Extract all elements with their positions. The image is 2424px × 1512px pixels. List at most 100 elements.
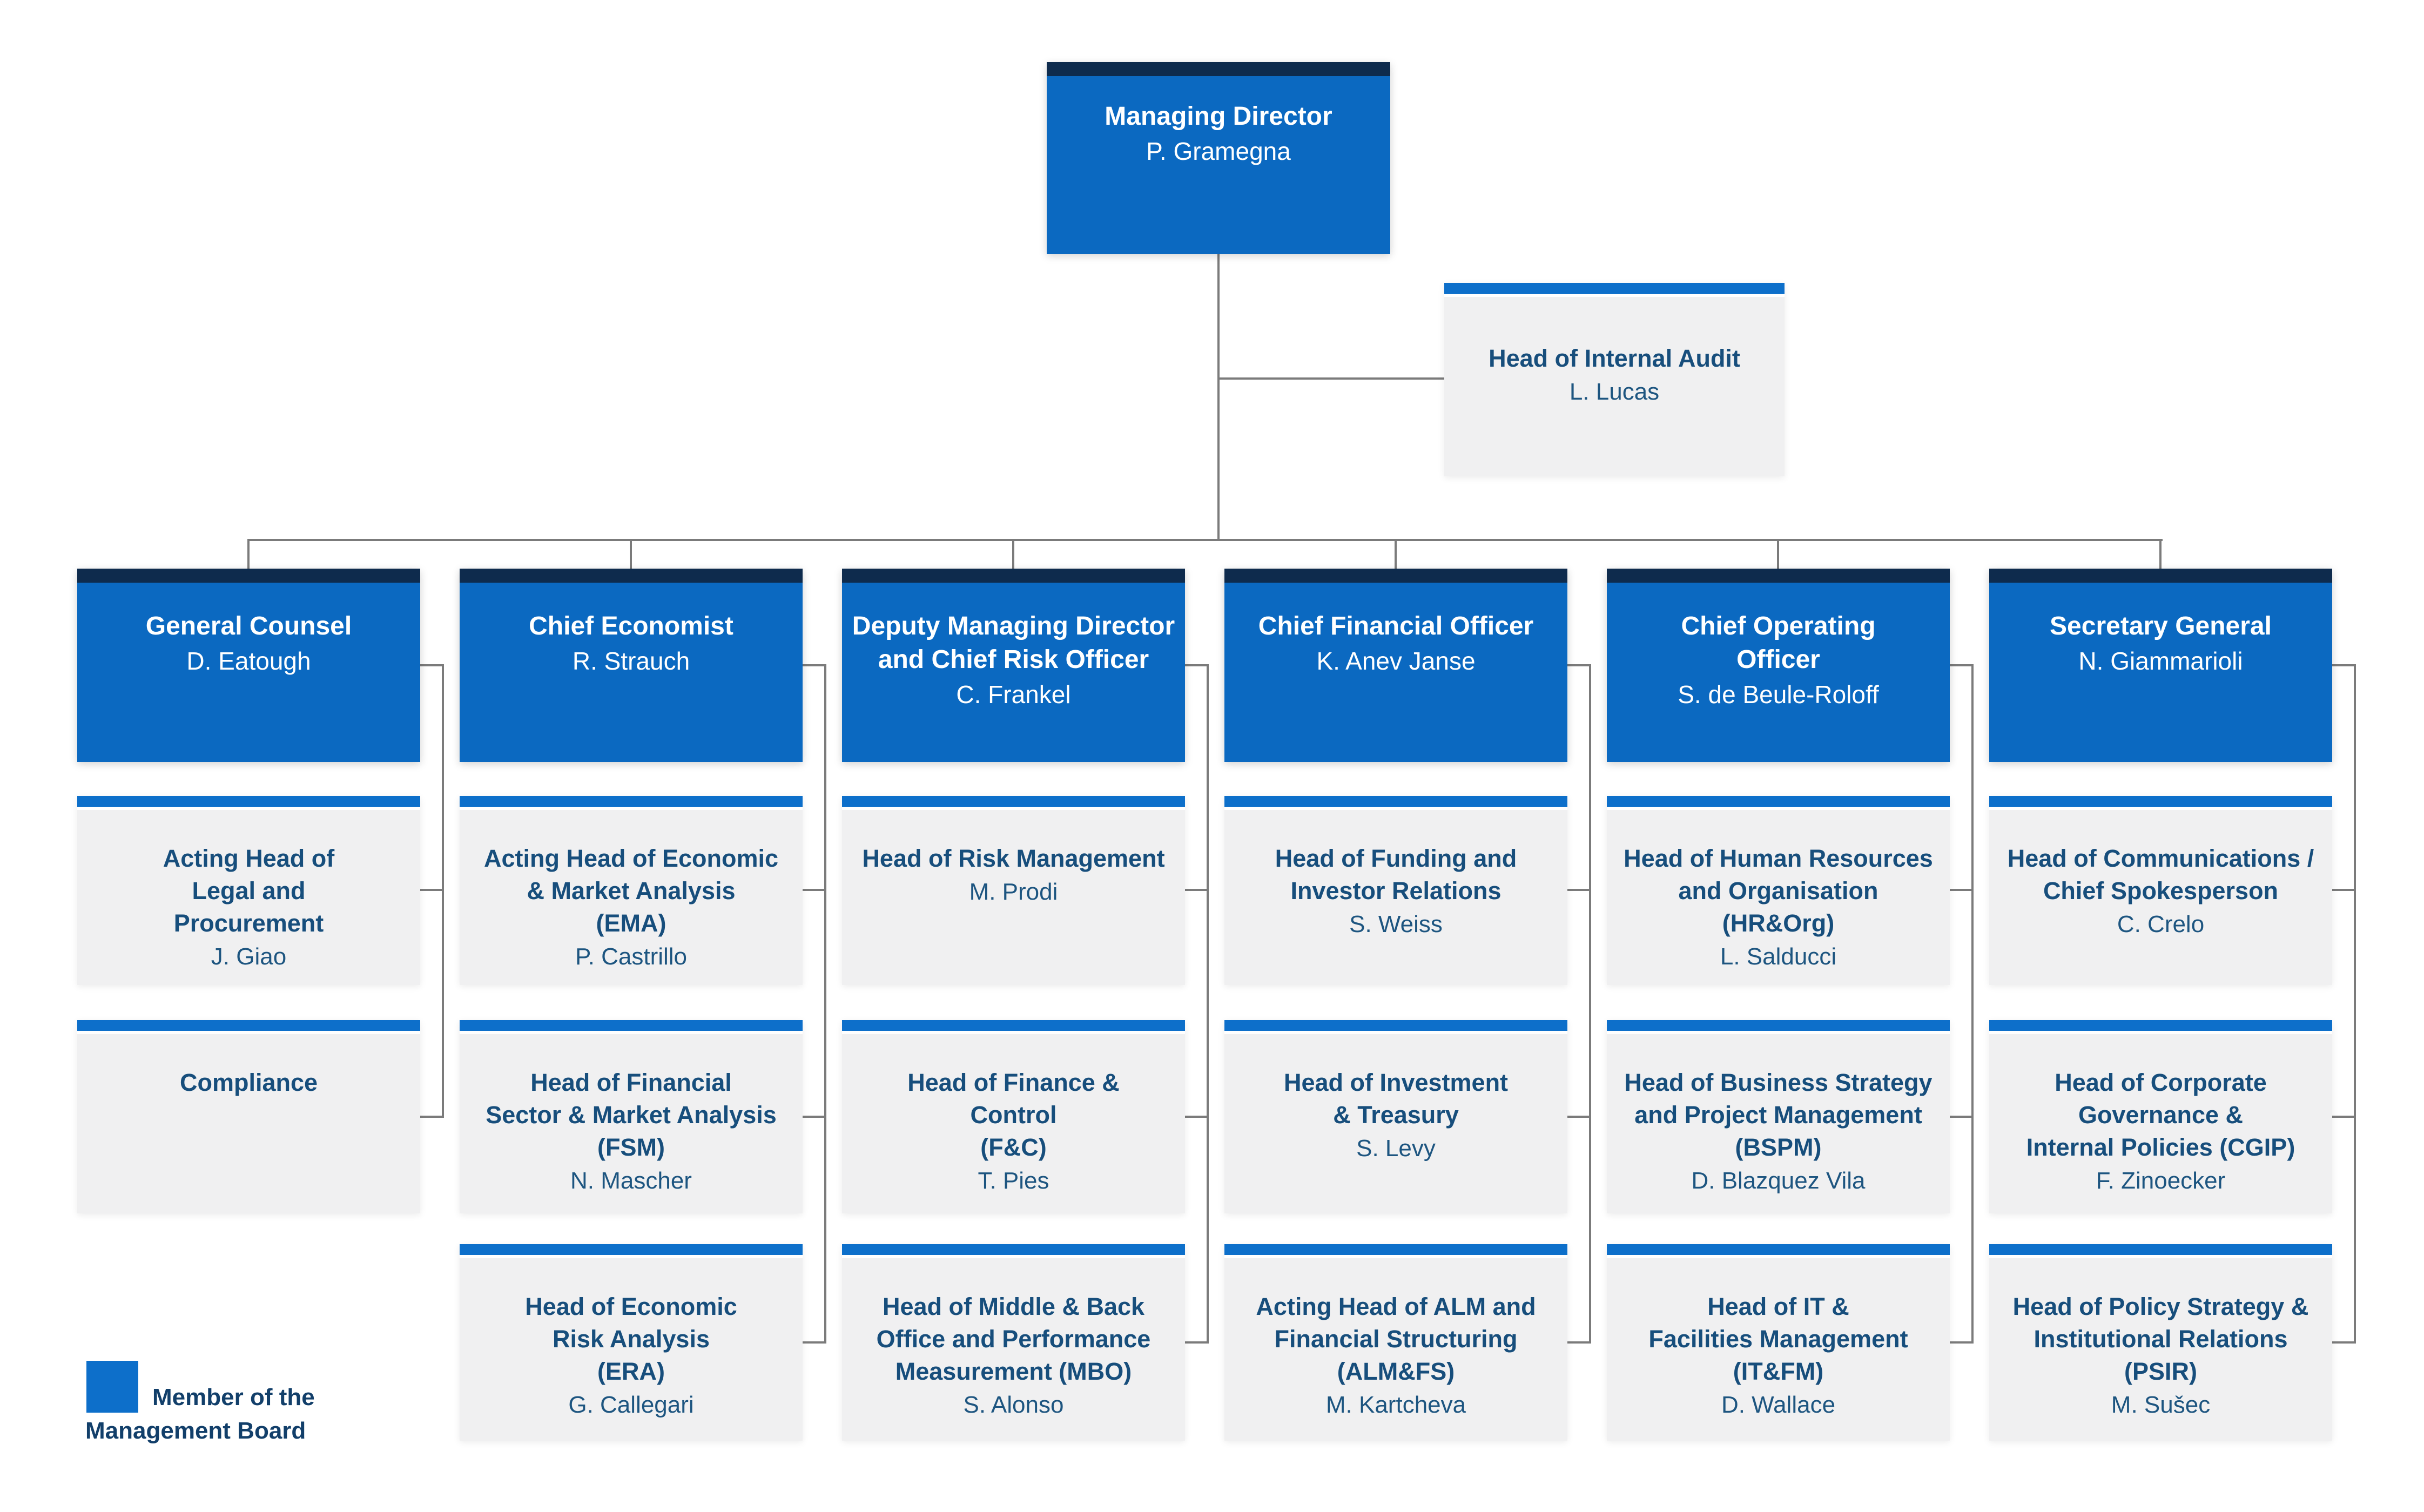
connector-line [1185,1116,1208,1118]
connector-line [1589,664,1591,1344]
box-top-bar [842,1244,1185,1258]
org-box-deputy-managing-director: Deputy Managing Director and Chief Risk … [842,569,1185,762]
box-top-bar [1607,1244,1950,1258]
box-title: Deputy Managing Director and Chief Risk … [852,612,1175,674]
box-title: Secretary General [2050,612,2272,640]
box-name: G. Callegari [568,1392,694,1418]
box-name: S. de Beule-Roloff [1678,680,1879,708]
box-title: Head of Finance & Control (F&C) [907,1069,1120,1161]
org-box-general-counsel: General Counsel D. Eatough [77,569,420,762]
box-top-bar [1607,1020,1950,1034]
box-name: N. Mascher [570,1167,692,1194]
box-name: F. Zinoecker [2096,1167,2226,1194]
box-name: M. Kartcheva [1325,1392,1466,1418]
connector-line [420,1116,443,1118]
box-title: Head of Communications / Chief Spokesper… [2007,845,2314,905]
connector-line [1567,889,1590,891]
box-title: Head of IT & Facilities Management (IT&F… [1648,1293,1908,1385]
box-title: Head of Investment & Treasury [1283,1069,1509,1129]
connector-line [1950,1341,1972,1344]
box-top-bar [77,796,420,810]
box-title: Head of Middle & Back Office and Perform… [876,1293,1151,1385]
connector-line [1950,889,1972,891]
box-name: D. Eatough [186,647,311,675]
connector-line [1185,664,1208,666]
box-top-bar [1224,569,1567,583]
org-box-chief-economist: Chief Economist R. Strauch [460,569,803,762]
box-top-bar [1989,569,2332,583]
connector-line [1567,664,1590,666]
box-title: Chief Economist [529,612,733,640]
box-title: Head of Corporate Governance & Internal … [2026,1069,2295,1161]
box-top-bar [460,569,803,583]
box-title: Acting Head of ALM and Financial Structu… [1256,1293,1536,1385]
box-title: Head of Financial Sector & Market Analys… [486,1069,777,1161]
box-top-bar [1047,62,1390,76]
box-top-bar [460,1244,803,1258]
box-title: Head of Human Resources and Organisation… [1624,845,1933,937]
box-top-bar [460,1020,803,1034]
connector-line [824,664,826,1344]
connector-line [442,664,444,1118]
box-title: Managing Director [1105,102,1332,131]
org-box-risk-management: Head of Risk Management M. Prodi [842,796,1185,985]
connector-line [803,664,825,666]
box-name: R. Strauch [572,647,690,675]
box-name: S. Levy [1356,1135,1436,1162]
connector-line [1207,664,1209,1344]
connector-line [1217,377,1444,380]
connector-line [2159,540,2162,570]
box-title: Head of Internal Audit [1489,345,1740,372]
connector-line [2354,664,2356,1344]
box-title: Head of Funding and Investor Relations [1275,845,1517,905]
box-top-bar [1224,796,1567,810]
box-top-bar [1224,1244,1567,1258]
org-box-chief-operating-officer: Chief Operating Officer S. de Beule-Rolo… [1607,569,1950,762]
box-name: J. Giao [211,943,287,970]
connector-line [1185,1341,1208,1344]
connector-line [2332,1116,2355,1118]
box-name: C. Frankel [956,680,1071,708]
box-top-bar [1989,796,2332,810]
connector-line [1185,889,1208,891]
box-title: Head of Business Strategy and Project Ma… [1624,1069,1933,1161]
box-top-bar [77,569,420,583]
box-title: Acting Head of Economic & Market Analysi… [483,845,779,937]
connector-line [1567,1341,1590,1344]
connector-line [630,540,632,570]
org-box-internal-audit: Head of Internal Audit L. Lucas [1444,283,1785,476]
org-box-ema: Acting Head of Economic & Market Analysi… [460,796,803,985]
box-top-bar [842,796,1185,810]
org-box-hrorg: Head of Human Resources and Organisation… [1607,796,1950,985]
connector-line [2332,664,2355,666]
org-box-communications: Head of Communications / Chief Spokesper… [1989,796,2332,985]
box-title: Acting Head of Legal and Procurement [163,845,335,937]
box-title: Chief Operating Officer [1681,612,1876,674]
connector-line [1950,664,1972,666]
box-title: Head of Risk Management [862,845,1165,872]
box-name: T. Pies [978,1167,1049,1194]
box-name: K. Anev Janse [1316,647,1476,675]
connector-line [247,540,250,570]
org-box-itfm: Head of IT & Facilities Management (IT&F… [1607,1244,1950,1441]
org-box-finance-control: Head of Finance & Control (F&C) T. Pies [842,1020,1185,1213]
box-title: Chief Financial Officer [1258,612,1534,640]
box-title: General Counsel [145,612,352,640]
box-name: L. Lucas [1569,379,1660,405]
box-top-bar [1989,1020,2332,1034]
connector-line [1567,1116,1590,1118]
box-name: P. Castrillo [575,943,688,970]
connector-line [420,664,443,666]
box-top-bar [1989,1244,2332,1258]
org-box-managing-director: Managing Director P. Gramegna [1047,62,1390,254]
connector-line [1950,1116,1972,1118]
box-top-bar [1607,796,1950,810]
connector-line [1395,540,1397,570]
org-box-era: Head of Economic Risk Analysis (ERA) G. … [460,1244,803,1441]
connector-line [803,1341,825,1344]
box-top-bar [1224,1020,1567,1034]
connector-line [247,539,2163,541]
box-top-bar [842,1020,1185,1034]
box-name: S. Weiss [1349,911,1443,937]
box-name: S. Alonso [963,1392,1064,1418]
